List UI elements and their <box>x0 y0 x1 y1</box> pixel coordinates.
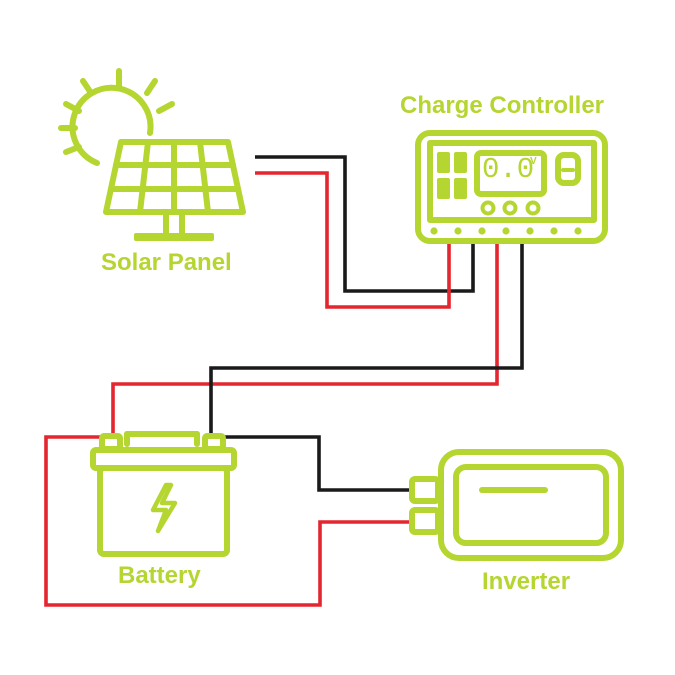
wire-battery-inverter-negative <box>222 435 410 492</box>
controller-display-screen <box>474 150 547 197</box>
sun-icon <box>58 68 175 166</box>
inverter-label: Inverter <box>482 568 571 595</box>
battery-icon <box>90 431 237 557</box>
wire-solar-controller-negative <box>255 155 475 293</box>
wire-battery-inverter-positive <box>44 435 410 607</box>
lightning-icon <box>150 482 178 534</box>
solar-panel-label: Solar Panel <box>101 249 232 276</box>
wires <box>44 155 524 607</box>
wire-controller-battery-negative <box>209 243 524 438</box>
controller-display-unit: V <box>530 156 537 167</box>
solar-panel-icon <box>103 139 246 241</box>
controller-display-value: 0.0 <box>482 153 535 186</box>
wire-controller-battery-positive <box>111 243 499 438</box>
wire-solar-controller-positive <box>255 171 451 309</box>
inverter-icon <box>409 449 624 561</box>
charge-controller-label: Charge Controller <box>400 92 605 119</box>
charge-controller-icon <box>415 130 608 244</box>
battery-label: Battery <box>118 562 201 589</box>
